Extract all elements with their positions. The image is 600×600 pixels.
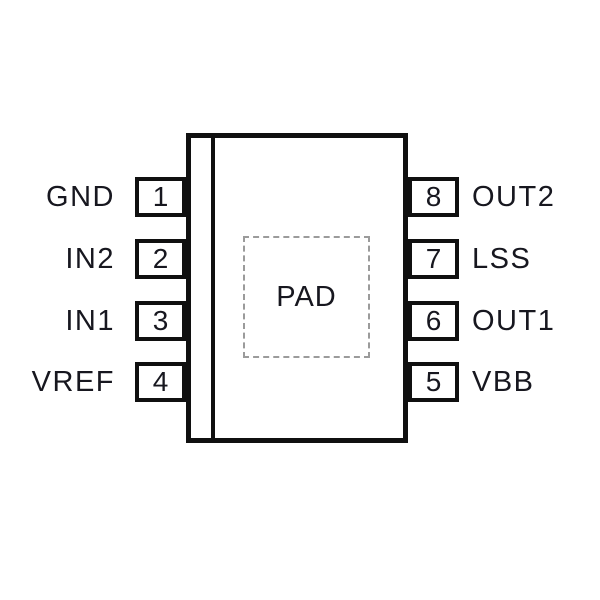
pin-box-4: 4 bbox=[135, 362, 186, 402]
pin-box-1: 1 bbox=[135, 177, 186, 217]
pin-name-vref: VREF bbox=[31, 366, 115, 398]
pin-box-5: 5 bbox=[408, 362, 459, 402]
chip-body: PAD bbox=[186, 133, 408, 443]
pad-label: PAD bbox=[276, 280, 337, 313]
pin-name-in1: IN1 bbox=[65, 305, 115, 337]
pin-name-lss: LSS bbox=[472, 243, 532, 275]
pin-name-out1: OUT1 bbox=[472, 305, 556, 337]
pin-name-gnd: GND bbox=[46, 181, 115, 213]
pin-box-3: 3 bbox=[135, 301, 186, 341]
pin-box-8: 8 bbox=[408, 177, 459, 217]
pin1-indicator-line bbox=[211, 138, 215, 438]
pin-name-out2: OUT2 bbox=[472, 181, 556, 213]
pin-box-2: 2 bbox=[135, 239, 186, 279]
thermal-pad: PAD bbox=[243, 236, 370, 358]
pin-name-in2: IN2 bbox=[65, 243, 115, 275]
pin-box-7: 7 bbox=[408, 239, 459, 279]
pin-box-6: 6 bbox=[408, 301, 459, 341]
pin-name-vbb: VBB bbox=[472, 366, 535, 398]
